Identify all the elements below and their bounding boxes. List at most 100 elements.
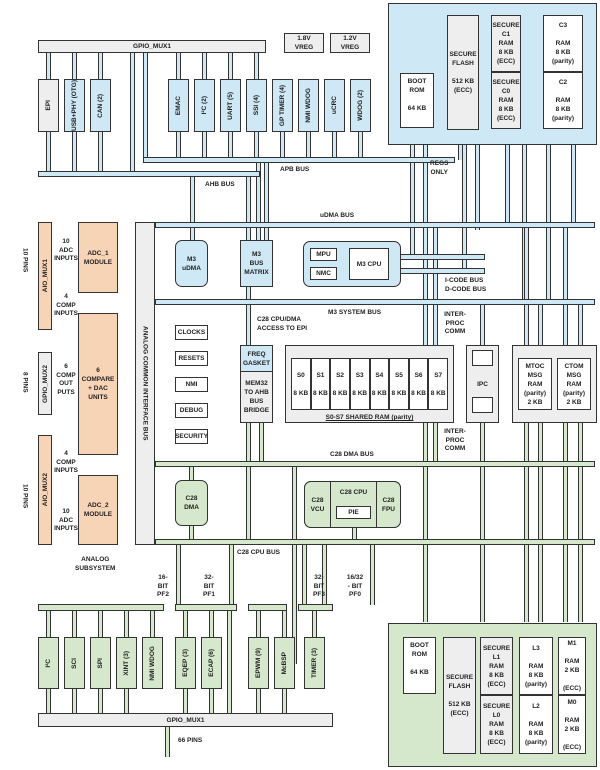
- ssi-module: SSI (4): [246, 79, 267, 132]
- pins-label: 8 PINS: [21, 372, 29, 393]
- connector: [352, 527, 357, 540]
- freq-gasket: FREQ GASKET: [240, 345, 273, 372]
- connector: [423, 128, 428, 304]
- pf3-label: 32- BIT PF3: [313, 574, 325, 598]
- m3-secure-flash: SECURE FLASH 512 KB (ECC): [447, 15, 479, 130]
- connector: [189, 525, 194, 540]
- epi-access-label: C28 CPU/DMA ACCESS TO EPI: [257, 316, 308, 332]
- m3-udma: M3 uDMA: [175, 240, 208, 287]
- connector: [480, 422, 485, 622]
- connector: [524, 228, 529, 358]
- comp-outputs-label: 6 COMP OUT PUTS: [56, 363, 76, 396]
- adc2-module: ADC_2 MODULE: [78, 475, 118, 545]
- c28-boot-rom: BOOT ROM 64 KB: [403, 637, 436, 694]
- clocks: CLOCKS: [175, 325, 208, 340]
- connector: [322, 545, 327, 605]
- connector: [546, 128, 551, 304]
- connector: [475, 130, 480, 230]
- mcbsp-module: McBSP: [274, 637, 295, 689]
- udma-bus: [155, 222, 595, 228]
- connector: [563, 228, 568, 358]
- connector: [410, 128, 415, 258]
- secure-c0-ram: SECURE C0 RAM 8 KB (ECC): [491, 72, 521, 129]
- wdog-module: WDOG (2): [350, 79, 371, 132]
- aio-mux1: AIO_MUX1: [38, 222, 52, 330]
- connector: [229, 545, 234, 605]
- connector: [176, 545, 181, 605]
- pins-arrow: [165, 727, 170, 757]
- connector: [423, 422, 428, 622]
- connector: [578, 304, 583, 358]
- connector: [302, 545, 307, 605]
- pie: PIE: [336, 506, 371, 519]
- vreg-1-8v: 1.8V VREG: [284, 33, 324, 53]
- sci-module: SCI: [64, 637, 85, 689]
- connector: [306, 131, 311, 159]
- adc-inputs-label: 10 ADC INPUTS: [54, 238, 78, 262]
- usb-phy-module: USB+PHY (OTG): [64, 79, 85, 132]
- c28-dma-bus-label: C28 DMA BUS: [330, 451, 374, 458]
- connector: [246, 174, 251, 240]
- spi-module: SPI: [90, 637, 111, 689]
- dcode-bus: [398, 268, 485, 274]
- ucrc-module: uCRC: [324, 79, 345, 132]
- mem32-ahb-bridge: MEM32 TO AHB BUS BRIDGE: [240, 371, 273, 423]
- comp-inputs-label: 4 COMP INPUTS: [54, 450, 78, 474]
- pf0-label: 16/32 - BIT PF0: [346, 574, 364, 598]
- connector: [259, 422, 264, 464]
- resets: RESETS: [175, 351, 208, 366]
- i2c-module: I²C: [38, 637, 59, 689]
- connector: [538, 304, 543, 358]
- c28-cpu-bus: [155, 539, 595, 545]
- gp-timer-module: GP TIMER (4): [272, 79, 293, 132]
- connector: [190, 174, 195, 240]
- vreg-1-2v: 1.2V VREG: [330, 33, 370, 53]
- connector: [370, 545, 375, 605]
- uart-module: UART (5): [220, 79, 241, 132]
- connector: [571, 128, 576, 228]
- pf3-bridge: [248, 604, 287, 611]
- pf2-label: 16- BIT PF2: [157, 574, 169, 598]
- nmi: NMI: [175, 377, 208, 392]
- pf1-label: 32- BIT PF1: [203, 574, 215, 598]
- l2-ram: L2 RAM 8 KB (parity): [519, 695, 553, 754]
- connector: [433, 228, 438, 346]
- adc1-module: ADC_1 MODULE: [78, 222, 118, 293]
- mpu: MPU: [310, 248, 337, 261]
- l3-ram: L3 RAM 8 KB (parity): [519, 637, 553, 695]
- nmi-wdog-module: NMI WDOG: [298, 79, 319, 132]
- timer-module: TIMER (3): [304, 637, 325, 689]
- m0-ram: M0 RAM 2 KB (ECC): [558, 695, 586, 754]
- connector: [505, 128, 510, 228]
- connector: [578, 410, 583, 622]
- connector: [563, 410, 568, 622]
- pins-label: 10 PINS: [21, 484, 29, 509]
- ecap-module: ECAP (6): [201, 637, 222, 689]
- m3-boot-rom: BOOT ROM 64 KB: [400, 73, 434, 128]
- c28-dma-bus: [155, 461, 595, 467]
- m1-ram: M1 RAM 2 KB (ECC): [558, 637, 586, 695]
- pins-label: 66 PINS: [178, 737, 203, 744]
- c2-ram: C2 RAM 8 KB (parity): [543, 72, 583, 129]
- pins-label: 10 PINS: [21, 248, 29, 273]
- connector: [280, 131, 285, 159]
- connector: [358, 131, 363, 159]
- connector: [433, 422, 438, 464]
- ipc-register-icon: [472, 397, 493, 413]
- debug: DEBUG: [175, 403, 208, 418]
- mtoc-msg-ram: MTOC MSG RAM (parity) 2 KB: [518, 358, 552, 410]
- gpio-mux2: GPIO_MUX2: [38, 352, 52, 415]
- secure-c1-ram: SECURE C1 RAM 8 KB (ECC): [491, 15, 521, 72]
- epwm-module: EPWM (9): [248, 637, 269, 689]
- interproc-comm-label: INTER- PROC COMM: [444, 311, 466, 335]
- epi-module: EPI: [38, 79, 59, 132]
- analog-common-interface-bus: ANALOG COMMON INTERFACE BUS: [135, 222, 155, 545]
- i2c-module: I²C (2): [194, 79, 215, 132]
